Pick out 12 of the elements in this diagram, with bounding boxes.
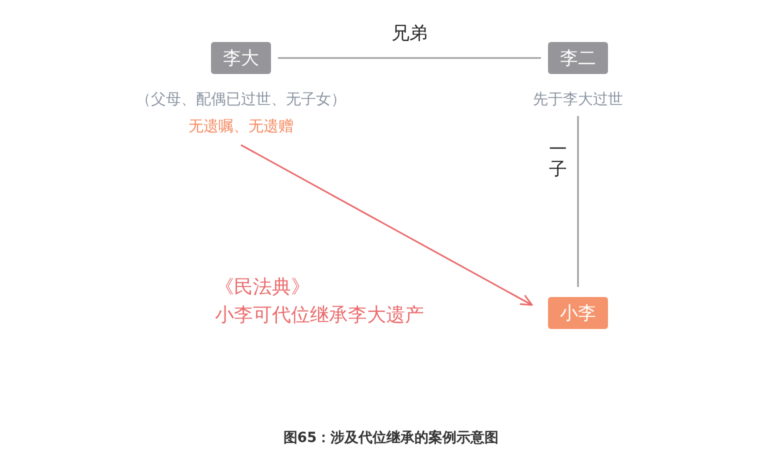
name-box: 小李 [548,297,608,329]
note-text: 《民法典》 [215,276,310,298]
note-text: （父母、配偶已过世、无子女） [136,90,346,108]
arrow [240,144,533,306]
connector-line [577,116,579,287]
note-text: 先于李大过世 [533,90,623,108]
note-text: 无遗嘱、无遗赠 [188,117,294,135]
note-text: 小李可代位继承李大遗产 [215,304,424,326]
name-box: 李二 [548,42,608,74]
connector-line [278,57,541,59]
name-box: 李大 [211,42,271,74]
caption: 图65：涉及代位继承的案例示意图 [283,430,499,446]
